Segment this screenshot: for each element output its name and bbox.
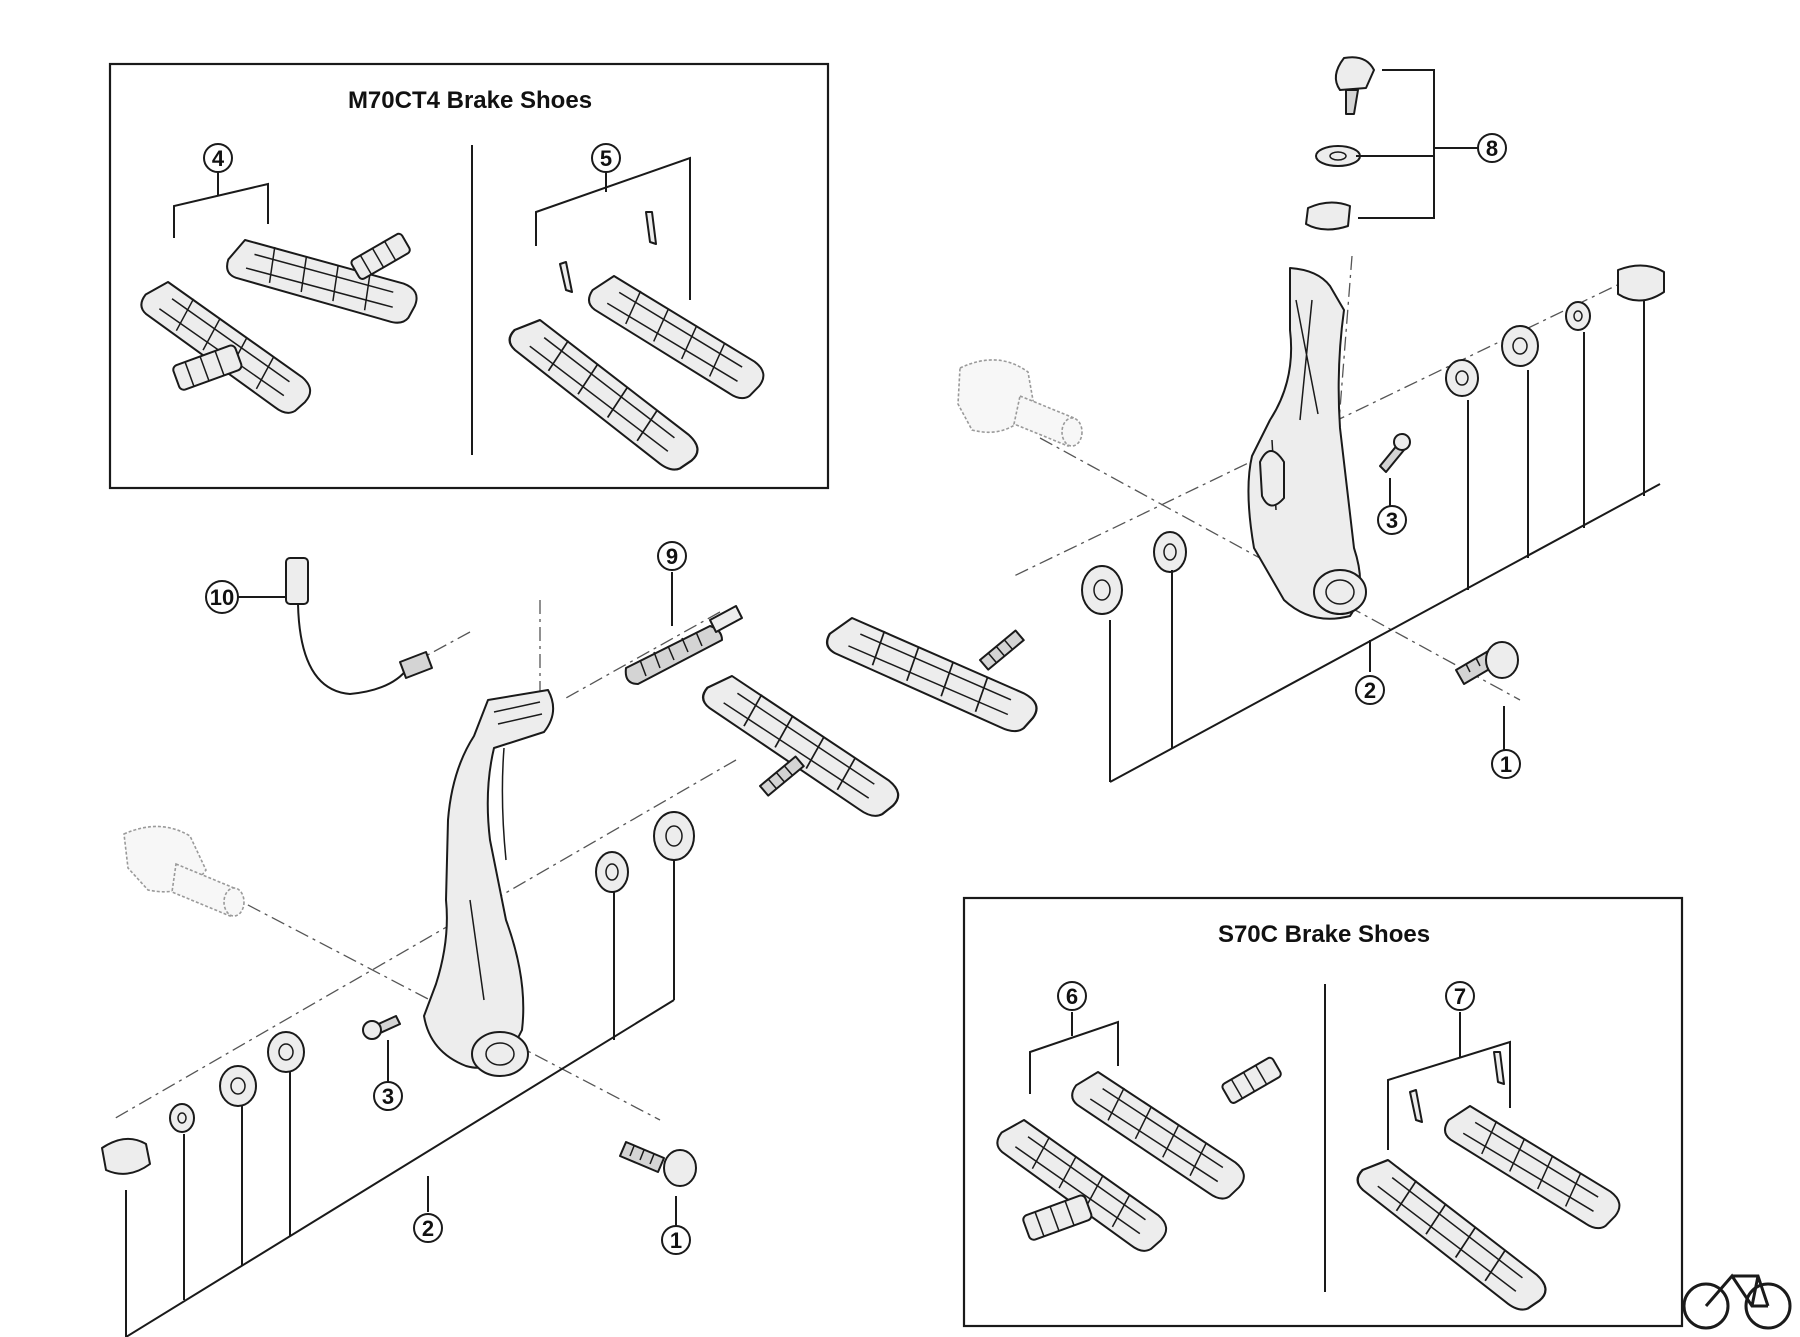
callout-3-right: 3: [1377, 478, 1407, 535]
callout-10: 10: [205, 580, 286, 614]
svg-text:2: 2: [422, 1216, 434, 1241]
right-pad-holder: [815, 612, 1049, 737]
svg-text:7: 7: [1454, 984, 1466, 1009]
callout-1-right: 1: [1491, 706, 1521, 779]
bicycle-icon: [1682, 1273, 1792, 1330]
s70c-title: S70C Brake Shoes: [1218, 921, 1430, 948]
callout-5: 5: [535, 143, 691, 300]
svg-text:3: 3: [382, 1084, 394, 1109]
left-fixing-bolt: [619, 1141, 697, 1187]
left-washers: [101, 811, 695, 1175]
right-link-set: [1305, 56, 1375, 231]
callout-6: 6: [1029, 981, 1119, 1094]
right-brake-assembly: 8 3: [815, 56, 1665, 783]
callout-8: 8: [1356, 69, 1507, 219]
svg-text:5: 5: [600, 146, 612, 171]
svg-text:2: 2: [1364, 678, 1376, 703]
svg-text:10: 10: [210, 585, 234, 610]
callout-3-left: 3: [373, 1040, 403, 1111]
svg-text:1: 1: [670, 1228, 682, 1253]
callout-7: 7: [1387, 981, 1511, 1150]
m70ct4-shoe-pair-a: [122, 232, 420, 420]
svg-text:4: 4: [212, 146, 225, 171]
svg-text:8: 8: [1486, 136, 1498, 161]
s70c-shoe-pair-a: [978, 1056, 1282, 1258]
right-fixing-bolt: [1455, 641, 1519, 685]
svg-text:9: 9: [666, 544, 678, 569]
svg-text:6: 6: [1066, 984, 1078, 1009]
m70ct4-frame: [108, 62, 830, 490]
s70c-frame: [962, 896, 1684, 1328]
right-washers: [1081, 264, 1665, 615]
left-inner-lead-pipe: [285, 557, 433, 696]
callout-2-left: 2: [125, 860, 675, 1337]
left-spring-screw: [362, 1015, 401, 1040]
s70c-cartridge-pair-b: [1335, 1051, 1637, 1319]
m70ct4-title: M70CT4 Brake Shoes: [348, 87, 592, 114]
right-brake-arm: [1247, 267, 1367, 620]
m70ct4-inset: M70CT4 Brake Shoes 4 5: [108, 62, 830, 490]
callout-4: 4: [173, 143, 269, 238]
s70c-inset: S70C Brake Shoes 6 7: [962, 896, 1684, 1328]
right-spring-screw: [1379, 433, 1411, 473]
m70ct4-cartridge-pair-b: [487, 211, 781, 479]
callout-1-left: 1: [661, 1196, 691, 1255]
right-frame-boss: [957, 359, 1083, 448]
callout-2-right: 2: [1109, 300, 1661, 783]
svg-text:1: 1: [1500, 752, 1512, 777]
left-brake-assembly: 10 9 3: [101, 541, 919, 1337]
left-frame-boss: [123, 825, 245, 918]
left-cable-lead: [624, 605, 743, 685]
left-pad-holder: [683, 667, 919, 824]
svg-text:3: 3: [1386, 508, 1398, 533]
callout-9: 9: [657, 541, 687, 626]
left-brake-arm: [423, 689, 555, 1077]
